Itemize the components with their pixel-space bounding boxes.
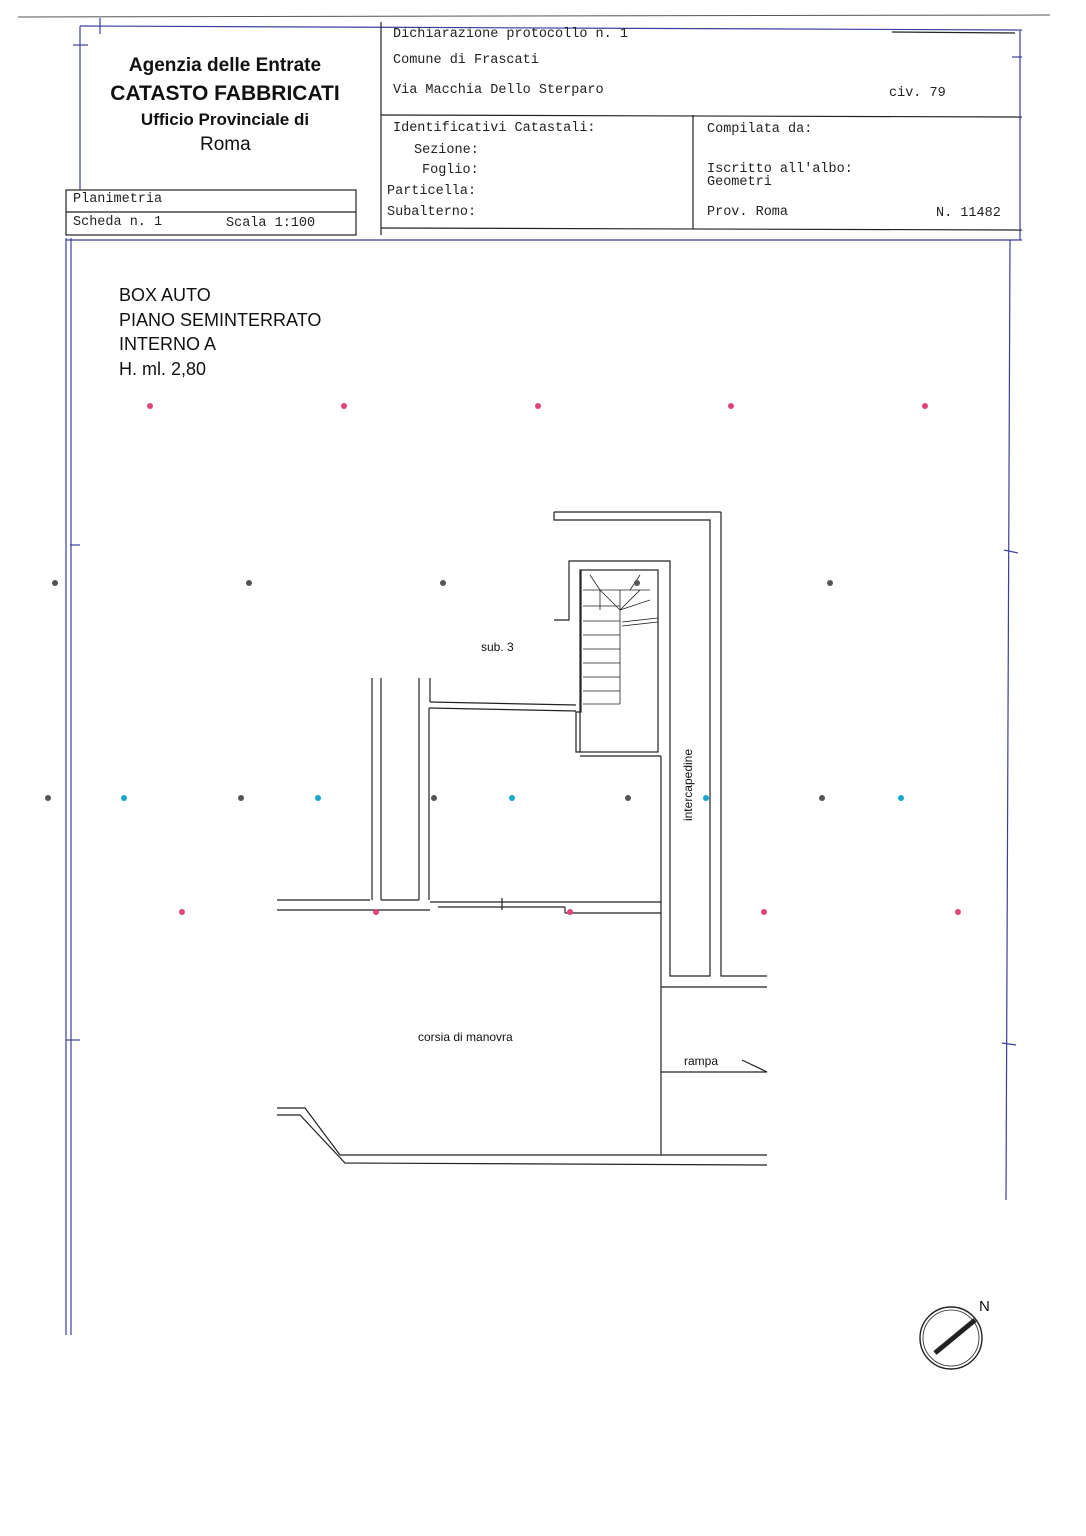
- registration-dot: [703, 795, 709, 801]
- registration-dot: [625, 795, 631, 801]
- registration-dot: [440, 580, 446, 586]
- intercapedine-label: intercapedine: [681, 748, 695, 822]
- subalterno-label: Subalterno:: [387, 205, 477, 220]
- registration-dot: [147, 403, 153, 409]
- registration-dot: [922, 403, 928, 409]
- north-arrow: [919, 1306, 983, 1370]
- registration-dot: [341, 403, 347, 409]
- corsia-label: corsia di manovra: [418, 1030, 513, 1044]
- civic-number: civ. 79: [889, 86, 946, 101]
- registration-dot: [567, 909, 573, 915]
- office-name: Ufficio Provinciale di: [140, 110, 310, 129]
- albo-label: Iscritto all'albo:: [707, 162, 853, 177]
- registration-dot: [898, 795, 904, 801]
- address-label: Via Macchia Dello Sterparo: [393, 83, 604, 98]
- registration-dot: [315, 795, 321, 801]
- plan-title-line: H. ml. 2,80: [119, 358, 207, 379]
- scheda-label: Scheda n. 1: [73, 215, 163, 230]
- office-city: Roma: [200, 134, 251, 155]
- compiler-title: Compilata da:: [707, 122, 813, 137]
- plan-title: BOX AUTO PIANO SEMINTERRATO INTERNO A H.…: [119, 283, 321, 381]
- registration-number: N. 11482: [936, 206, 1001, 221]
- protocol-label: Dichiarazione protocollo n. 1: [393, 27, 628, 42]
- registration-dot: [535, 403, 541, 409]
- identifiers-title: Identificativi Catastali:: [393, 121, 596, 136]
- registration-dot: [728, 403, 734, 409]
- registration-dot: [955, 909, 961, 915]
- registration-dot: [121, 795, 127, 801]
- registration-dot: [819, 795, 825, 801]
- registration-dot: [827, 580, 833, 586]
- header-boxes: [65, 22, 1023, 236]
- outer-frame: [65, 18, 1023, 1335]
- province-label: Prov. Roma: [707, 205, 789, 220]
- planimetria-label: Planimetria: [73, 192, 163, 207]
- sub-label: sub. 3: [481, 640, 514, 654]
- registration-dot: [45, 795, 51, 801]
- plan-title-line: BOX AUTO: [119, 285, 211, 305]
- particella-label: Particella:: [387, 184, 477, 199]
- registration-dot: [246, 580, 252, 586]
- registration-dot: [509, 795, 515, 801]
- scala-label: Scala 1:100: [226, 216, 316, 231]
- plan-title-line: PIANO SEMINTERRATO: [119, 309, 322, 330]
- registration-dot: [431, 795, 437, 801]
- registration-dot: [52, 580, 58, 586]
- floor-plan: [277, 511, 768, 1166]
- registration-dot: [634, 580, 640, 586]
- agency-name: Agenzia delle Entrate: [128, 55, 322, 76]
- foglio-label: Foglio:: [422, 163, 479, 178]
- profession-label: Geometri: [707, 175, 772, 190]
- comune-label: Comune di Frascati: [393, 53, 539, 68]
- north-label: N: [979, 1298, 990, 1315]
- catasto-title: CATASTO FABBRICATI: [110, 82, 340, 105]
- rampa-label: rampa: [684, 1054, 719, 1068]
- registration-dot: [179, 909, 185, 915]
- registration-dot: [238, 795, 244, 801]
- sezione-label: Sezione:: [414, 143, 479, 158]
- plan-title-line: INTERNO A: [119, 334, 217, 354]
- registration-dot: [761, 909, 767, 915]
- registration-dot: [373, 909, 379, 915]
